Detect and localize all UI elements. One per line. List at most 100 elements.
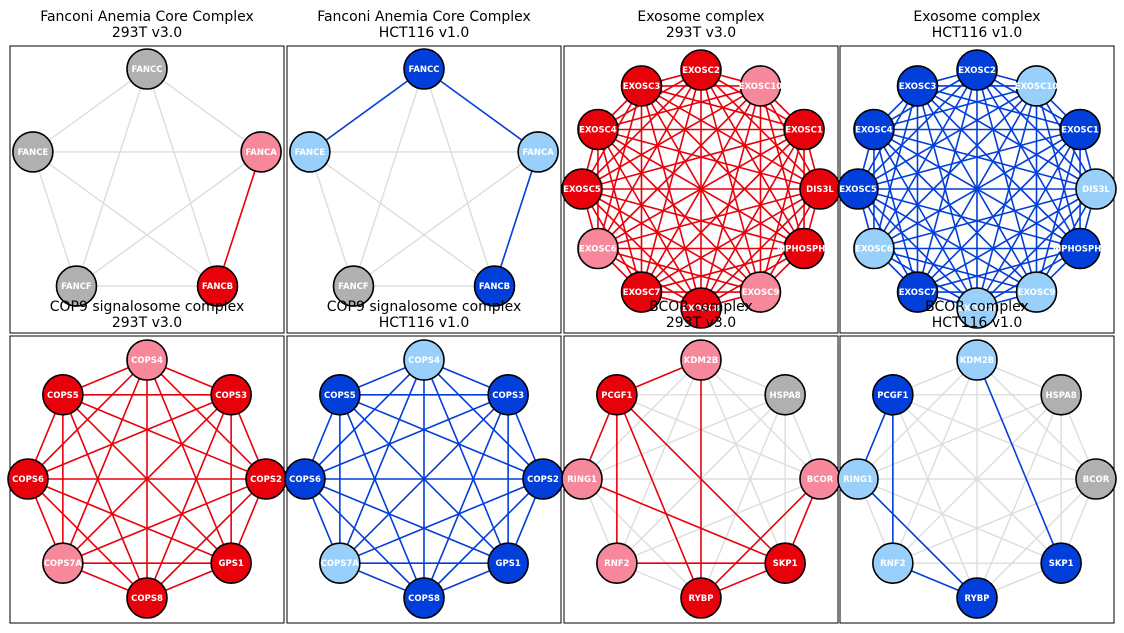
node-circle [764, 374, 806, 416]
node-circle [1040, 542, 1082, 584]
node-cops8[interactable]: COPS8 [403, 577, 445, 619]
node-label: RYBP [965, 594, 990, 604]
node-dis3l[interactable]: DIS3L [1075, 168, 1117, 210]
edge-gray [76, 151, 262, 287]
node-fancc[interactable]: FANCC [403, 48, 445, 90]
node-kdm2b[interactable]: KDM2B [680, 339, 722, 381]
node-fanca[interactable]: FANCA [240, 131, 282, 173]
node-circle [12, 131, 54, 173]
node-skp1[interactable]: SKP1 [1040, 542, 1082, 584]
node-fancf[interactable]: FANCF [332, 265, 375, 307]
node-label: EXOSC7 [899, 288, 937, 298]
node-fance[interactable]: FANCE [12, 131, 54, 173]
node-fancc[interactable]: FANCC [126, 48, 168, 90]
node-circle [126, 577, 168, 619]
node-cops7a[interactable]: COPS7A [319, 542, 361, 584]
node-exosc7[interactable]: EXOSC7 [896, 271, 939, 313]
node-rnf2[interactable]: RNF2 [596, 542, 638, 584]
panel-title: BCOR complex [649, 299, 753, 315]
node-cops3[interactable]: COPS3 [487, 374, 529, 416]
edge-colored [873, 128, 1038, 293]
node-circle [896, 65, 939, 107]
node-exosc2[interactable]: EXOSC2 [956, 49, 998, 91]
node-cops8[interactable]: COPS8 [126, 577, 168, 619]
node-circle [196, 265, 239, 307]
node-fanca[interactable]: FANCA [517, 131, 559, 173]
node-bcor[interactable]: BCOR [1075, 458, 1117, 500]
node-label: EXOSC7 [623, 288, 661, 298]
node-exosc4[interactable]: EXOSC4 [577, 108, 619, 151]
node-exosc8[interactable]: EXOSC8 [956, 287, 998, 329]
node-exosc10[interactable]: EXOSC10 [739, 65, 783, 107]
node-exosc10[interactable]: EXOSC10 [1015, 65, 1059, 107]
node-exosc5[interactable]: EXOSC5 [837, 168, 879, 210]
node-cops5[interactable]: COPS5 [42, 374, 84, 416]
node-label: COPS8 [131, 594, 163, 604]
node-mphosph6[interactable]: MPHOSPH6 [1053, 227, 1107, 270]
node-cops4[interactable]: COPS4 [126, 339, 168, 381]
edge-gray [892, 394, 1062, 564]
node-label: FANCB [479, 282, 510, 292]
edge-gray [857, 394, 1062, 480]
node-label: COPS4 [131, 356, 163, 366]
edge-colored [641, 85, 805, 131]
node-exosc9[interactable]: EXOSC9 [1015, 271, 1058, 313]
node-exosc6[interactable]: EXOSC6 [853, 227, 895, 270]
node-skp1[interactable]: SKP1 [764, 542, 806, 584]
node-kdm2b[interactable]: KDM2B [956, 339, 998, 381]
node-hspa8[interactable]: HSPA8 [1040, 374, 1082, 416]
node-exosc9[interactable]: EXOSC9 [739, 271, 782, 313]
node-circle [289, 131, 331, 173]
panel-1: FANCC FANCA FANCB FANCF FANCE [9, 45, 285, 334]
node-gps1[interactable]: GPS1 [487, 542, 529, 584]
node-cops4[interactable]: COPS4 [403, 339, 445, 381]
edge-colored [27, 478, 232, 564]
node-gps1[interactable]: GPS1 [210, 542, 252, 584]
node-exosc4[interactable]: EXOSC4 [853, 108, 895, 151]
node-mphosph6[interactable]: MPHOSPH6 [777, 227, 831, 270]
node-cops6[interactable]: COPS6 [7, 458, 49, 500]
node-exosc8[interactable]: EXOSC8 [680, 287, 722, 329]
node-label: COPS2 [527, 475, 559, 485]
node-cops5[interactable]: COPS5 [319, 374, 361, 416]
node-exosc1[interactable]: EXOSC1 [783, 108, 825, 151]
edge-colored [597, 129, 702, 309]
node-exosc6[interactable]: EXOSC6 [577, 227, 619, 270]
node-exosc3[interactable]: EXOSC3 [620, 65, 663, 107]
node-rybp[interactable]: RYBP [680, 577, 722, 619]
panel-frame [286, 45, 562, 334]
node-cops3[interactable]: COPS3 [210, 374, 252, 416]
node-rybp[interactable]: RYBP [956, 577, 998, 619]
node-pcgf1[interactable]: PCGF1 [596, 374, 638, 416]
node-exosc2[interactable]: EXOSC2 [680, 49, 722, 91]
node-cops2[interactable]: COPS2 [245, 458, 287, 500]
node-circle [319, 542, 361, 584]
node-label: EXOSC3 [623, 82, 661, 92]
node-hspa8[interactable]: HSPA8 [764, 374, 806, 416]
node-dis3l[interactable]: DIS3L [799, 168, 841, 210]
node-exosc7[interactable]: EXOSC7 [620, 271, 663, 313]
node-fancb[interactable]: FANCB [473, 265, 516, 307]
node-exosc1[interactable]: EXOSC1 [1059, 108, 1101, 151]
node-fancb[interactable]: FANCB [196, 265, 239, 307]
node-exosc3[interactable]: EXOSC3 [896, 65, 939, 107]
node-circle [126, 339, 168, 381]
node-rnf2[interactable]: RNF2 [872, 542, 914, 584]
node-fancf[interactable]: FANCF [55, 265, 98, 307]
edge-colored [873, 129, 919, 293]
node-ring1[interactable]: RING1 [837, 458, 879, 500]
node-label: COPS3 [492, 391, 524, 401]
node-cops2[interactable]: COPS2 [522, 458, 564, 500]
node-cops7a[interactable]: COPS7A [42, 542, 84, 584]
edge-colored [916, 85, 978, 309]
node-bcor[interactable]: BCOR [799, 458, 841, 500]
node-cops6[interactable]: COPS6 [284, 458, 326, 500]
node-label: SKP1 [773, 559, 798, 569]
node-pcgf1[interactable]: PCGF1 [872, 374, 914, 416]
node-fance[interactable]: FANCE [289, 131, 331, 173]
node-label: EXOSC4 [855, 126, 893, 136]
node-exosc5[interactable]: EXOSC5 [561, 168, 603, 210]
node-ring1[interactable]: RING1 [561, 458, 603, 500]
node-label: EXOSC1 [1061, 126, 1099, 136]
